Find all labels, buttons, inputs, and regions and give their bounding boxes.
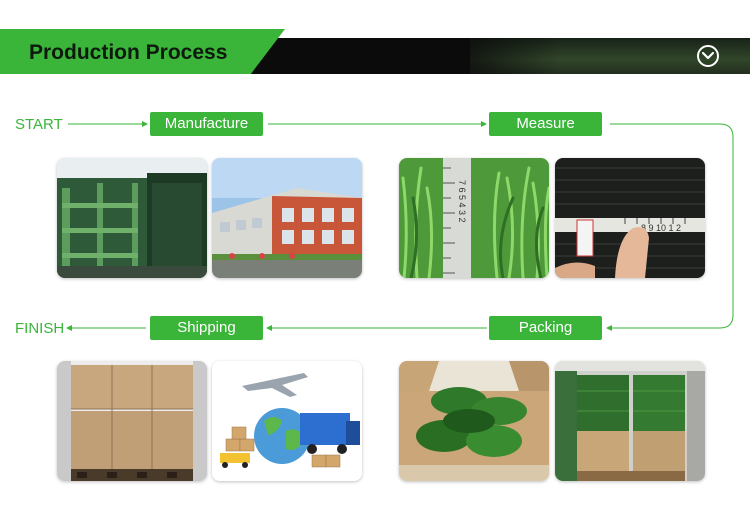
finish-label: FINISH xyxy=(15,320,65,337)
start-label: START xyxy=(15,116,63,133)
photo-factory-machine xyxy=(57,158,207,278)
page-title: Production Process xyxy=(29,41,228,64)
step-shipping: Shipping xyxy=(150,316,263,340)
tape-numbers: 8 9 10 1 2 xyxy=(641,223,681,233)
photo-factory-building xyxy=(212,158,362,278)
photo-container-cartons xyxy=(57,361,207,481)
step-packing: Packing xyxy=(489,316,602,340)
step-manufacture: Manufacture xyxy=(150,112,263,136)
chevron-down-circle-icon[interactable] xyxy=(697,45,719,67)
photo-backing-tape: 8 9 10 1 2 xyxy=(555,158,705,278)
photo-grass-rolls-box xyxy=(399,361,549,481)
photo-grass-ruler: 7 6 5 4 3 2 xyxy=(399,158,549,278)
step-measure: Measure xyxy=(489,112,602,136)
header-green-tab xyxy=(0,29,285,74)
ruler-numbers: 7 6 5 4 3 2 xyxy=(457,180,467,223)
photo-palletized-packing xyxy=(555,361,705,481)
photo-logistics-globe xyxy=(212,361,362,481)
